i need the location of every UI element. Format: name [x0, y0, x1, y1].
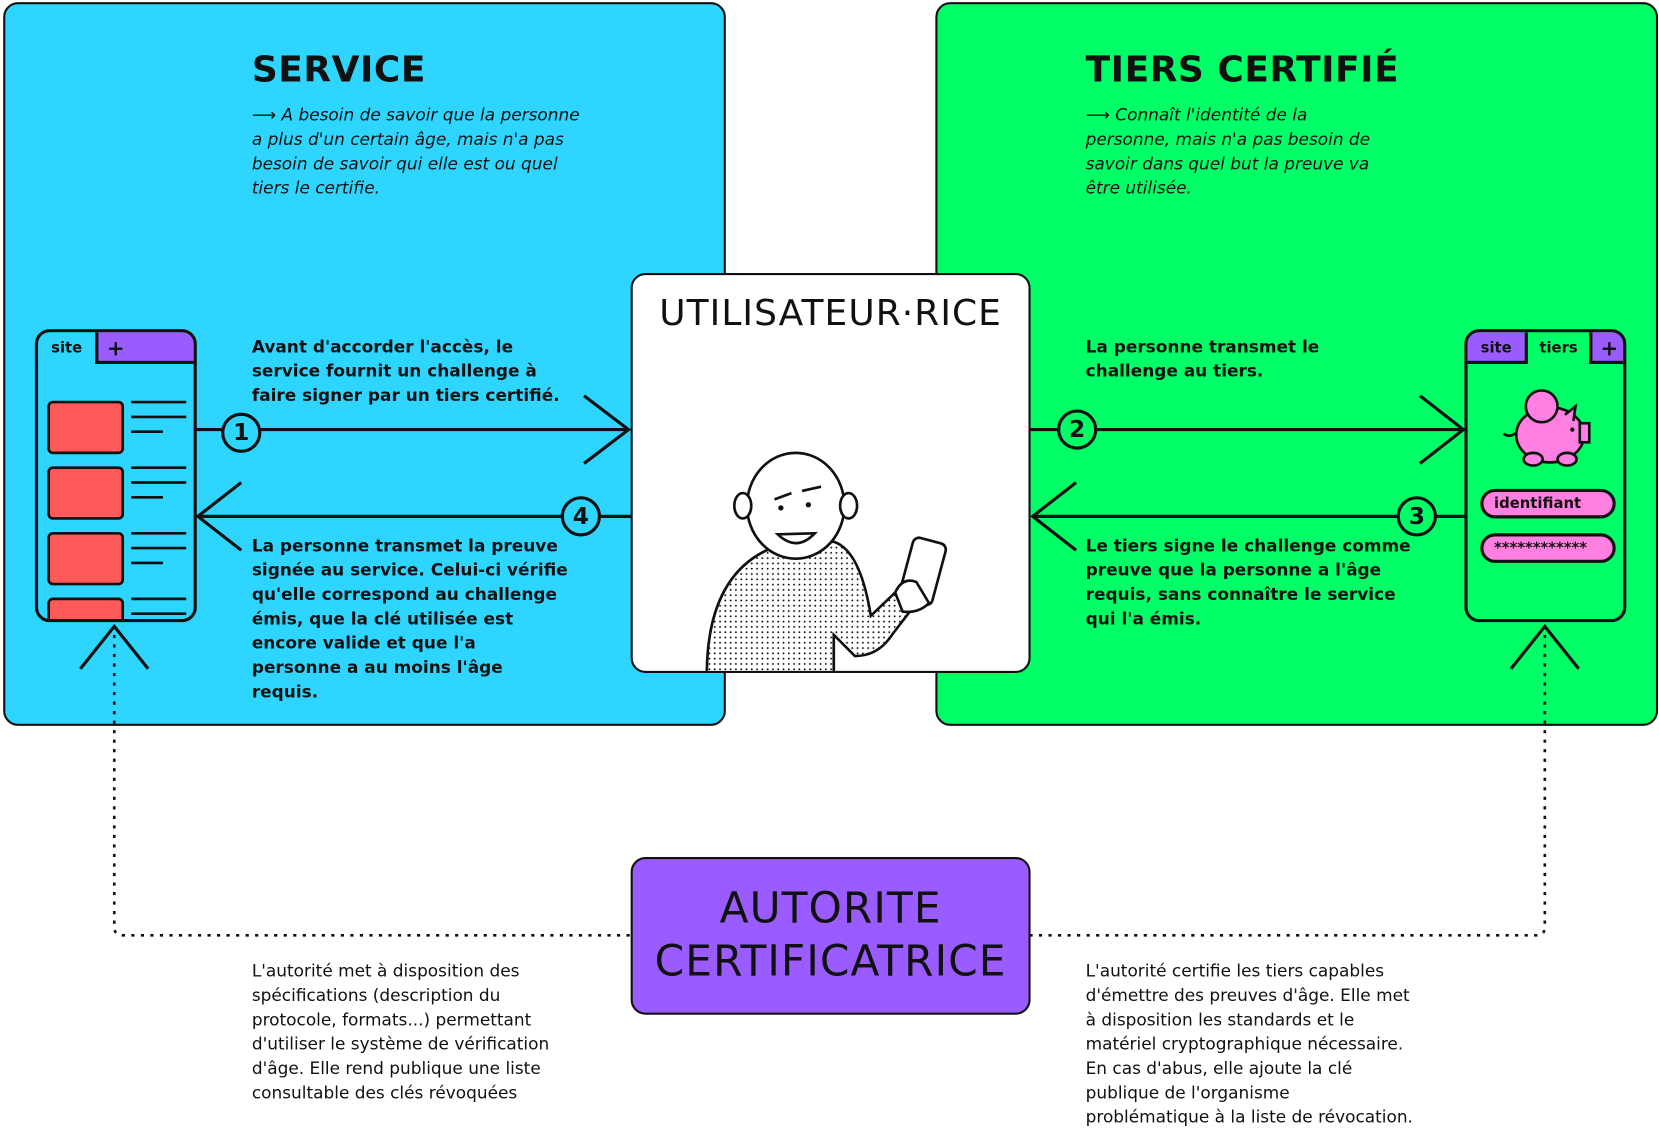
tab-site[interactable]: site	[1467, 332, 1528, 364]
tiers-title: TIERS CERTIFIÉ	[1085, 48, 1400, 91]
piggy-bank-icon	[1502, 389, 1591, 467]
password-field[interactable]: ************	[1480, 533, 1616, 563]
dotted-link-left	[112, 634, 631, 937]
service-title: SERVICE	[251, 48, 426, 91]
step-4-text: La personne transmet la preuve signée au…	[251, 535, 568, 702]
person-illustration	[705, 451, 948, 671]
tab-add[interactable]: +	[95, 332, 194, 364]
arrowhead-step-3	[1030, 481, 1078, 552]
step-2-badge: 2	[1057, 409, 1098, 450]
authority-note-right: L'autorité certifie les tiers capables d…	[1085, 960, 1413, 1127]
dotted-link-right	[1029, 634, 1547, 937]
step-1-text: Avant d'accorder l'accès, le service fou…	[251, 336, 560, 406]
step-2-text: La personne transmet le challenge au tie…	[1085, 336, 1320, 381]
step-3-badge: 3	[1396, 496, 1437, 537]
tab-tiers[interactable]: tiers	[1539, 339, 1578, 357]
content-list-icon	[47, 400, 187, 619]
tab-site[interactable]: site	[38, 332, 96, 364]
service-description: ⟶ A besoin de savoir que la personne a p…	[251, 104, 580, 198]
arrowhead-step-4	[195, 481, 243, 552]
tiers-description: ⟶ Connaît l'identité de la personne, mai…	[1085, 104, 1371, 198]
authority-panel: AUTORITE CERTIFICATRICE	[630, 857, 1031, 1015]
step-4-badge: 4	[560, 496, 602, 537]
tab-add[interactable]: +	[1589, 332, 1624, 364]
arrowhead-step-2	[1418, 394, 1466, 465]
login-field[interactable]: identifiant	[1480, 488, 1616, 519]
authority-title-line2: CERTIFICATRICE	[654, 937, 1007, 987]
step-3-text: Le tiers signe le challenge comme preuve…	[1085, 535, 1411, 629]
arrowhead-authority-left	[79, 623, 150, 670]
step-1-badge: 1	[221, 412, 262, 453]
authority-note-left: L'autorité met à disposition des spécifi…	[251, 960, 550, 1103]
authority-title-line1: AUTORITE	[719, 884, 942, 934]
user-panel: UTILISATEUR·RICE	[630, 272, 1031, 673]
user-title: UTILISATEUR·RICE	[659, 292, 1002, 335]
service-phone: site +	[34, 329, 197, 623]
arrowhead-step-1	[583, 394, 632, 465]
arrowhead-authority-right	[1509, 623, 1580, 670]
tiers-phone: site tiers + identifiant ************	[1464, 329, 1627, 623]
